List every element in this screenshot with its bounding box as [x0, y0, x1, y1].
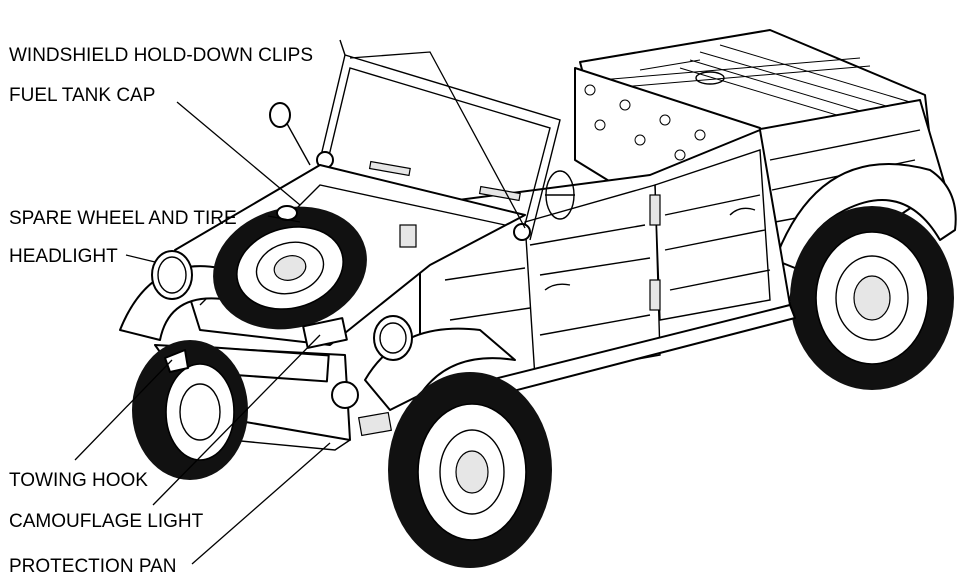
label-fuel-tank-cap: FUEL TANK CAP: [9, 85, 155, 106]
label-towing-hook: TOWING HOOK: [9, 470, 148, 491]
leader-fuel-tank-cap: [176, 101, 301, 206]
label-windshield-clips: WINDSHIELD HOLD-DOWN CLIPS: [9, 45, 313, 66]
label-spare-wheel: SPARE WHEEL AND TIRE: [9, 208, 237, 229]
leader-protection-pan: [191, 442, 331, 565]
side-mirror: [269, 102, 311, 166]
leader-headlight: [125, 254, 156, 263]
front-right-wheel: [388, 372, 552, 568]
label-protection-pan: PROTECTION PAN: [9, 556, 177, 577]
label-headlight: HEADLIGHT: [9, 246, 118, 267]
spare-wheel: [213, 206, 367, 330]
front-suspension: [331, 381, 393, 437]
leader-camouflage-light: [152, 334, 321, 506]
leader-windshield-clips: [349, 51, 526, 229]
windshield: [316, 39, 561, 241]
rear-wheel: [774, 163, 957, 390]
leader-lines: [74, 51, 526, 565]
left-fender: [119, 250, 231, 341]
leader-spare-wheel: [267, 215, 301, 223]
steering-wheel: [545, 170, 575, 220]
leader-towing-hook: [74, 359, 173, 461]
front-left-wheel: [132, 340, 248, 480]
right-fender: [364, 315, 516, 411]
label-camouflage-light: CAMOUFLAGE LIGHT: [9, 511, 204, 532]
towing-hook: [164, 349, 189, 373]
vehicle-illustration: [119, 29, 957, 568]
callout-labels: WINDSHIELD HOLD-DOWN CLIPS FUEL TANK CAP…: [9, 45, 313, 577]
